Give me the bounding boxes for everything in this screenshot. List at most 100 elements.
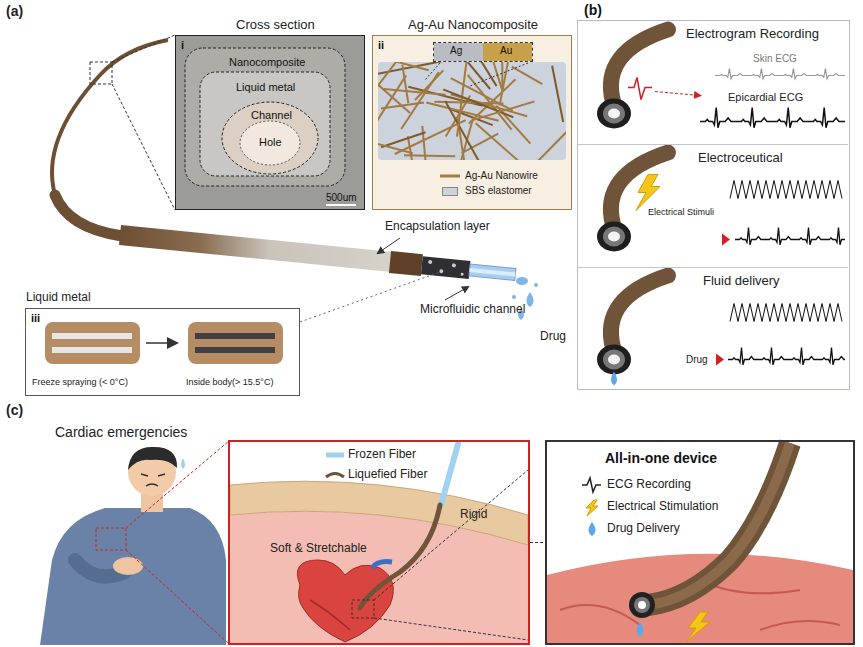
fiber-illustration [120,235,392,262]
person-illustration [40,508,226,645]
heart-insertion-illustration [297,560,393,642]
person-illustration [141,474,165,486]
heart-insertion-illustration [326,474,344,478]
node-text: Drug [686,354,708,366]
cross-section-photo [185,48,345,186]
nanowire [530,124,566,160]
fiber-illustration [452,263,456,267]
cross-section-photo [222,102,318,174]
function-row: ElectroceuticalElectrical Stimuli [578,144,848,267]
electroceutical-illustration [597,222,631,252]
node-heading: Fluid delivery [703,274,780,289]
node-text: Liquefied Fiber [348,468,427,482]
node-heading: Ag-Au Nanocomposite [408,18,538,33]
heart-insertion-illustration [230,444,528,643]
fiber-illustration [389,251,423,276]
node-text: Electrical Stimuli [648,207,714,217]
stimulus-trace [730,181,842,199]
heart-insertion-illustration [372,562,392,568]
heart-insertion-illustration [374,470,528,600]
fluid-delivery-illustration [611,276,668,348]
panel-box: (b)Electrogram RecordingSkin ECGEpicardi… [577,20,850,390]
person-illustration [128,447,177,470]
nanowire [445,101,483,160]
drug-droplets [516,277,528,285]
liquid-metal-illustration [52,347,132,353]
leader-lines [445,287,468,300]
electrogram-illustration [597,30,700,129]
electrogram-illustration [608,109,620,119]
legend-text: SBS elastomer [465,185,532,197]
fiber-illustration [428,260,432,264]
skin-ecg-trace [715,69,845,79]
nanowire [472,101,535,120]
function-row: Electrogram RecordingSkin ECGEpicardial … [578,21,848,144]
zoom-lines [112,84,175,210]
node-heading: All-in-one device [605,450,717,466]
epicardial-ecg-trace [700,108,845,128]
ecg-trace [590,69,845,590]
device-illustration [589,522,596,536]
heart-insertion-illustration [310,600,350,630]
nanocomposite-illustration [425,63,440,80]
electroceutical-illustration [597,153,730,252]
zoom-panel: Frozen FiberLiquefied FiberRigidSoft & S… [228,440,530,645]
device-illustration [586,500,598,516]
node-text: Freeze spraying (< 0°C) [32,377,128,387]
node-text: Drug Delivery [607,522,680,536]
device-illustration [637,622,644,637]
electroceutical-illustration [608,232,620,242]
node-heading: Ag [450,45,462,57]
label-text: Drug [540,330,566,344]
nanowire [378,143,413,153]
heart-insertion-illustration [441,444,458,505]
node-text: Electrical Stimulation [607,500,718,514]
inset-box: Cross sectioniNanocompositeLiquid metalC… [175,35,365,210]
nanowire [404,155,455,156]
node-text: Hole [259,136,282,149]
cross-section-photo [176,36,364,209]
fiber-illustration [421,256,471,279]
heart-insertion-illustration [360,505,440,608]
nanowire [402,65,408,104]
nanowire [395,120,466,154]
heart-insertion-illustration [326,453,344,458]
cross-section-photo [240,121,300,165]
node-heading: (b) [584,2,602,18]
fiber-illustration [55,195,122,236]
nanowire [457,62,467,137]
electrogram-illustration [628,78,652,100]
nanowire [552,66,563,122]
label-text: Microfluidic channel [420,303,525,317]
electroceutical-illustration [636,175,660,211]
fiber-illustration [469,268,515,277]
zoom-lines [90,35,175,210]
fiber-illustration [439,269,443,273]
nanowire [384,89,446,95]
function-row: Fluid deliveryDrug [578,267,848,388]
fluid-delivery-illustration [608,355,620,365]
leader-lines [378,238,400,253]
nanowire [443,89,513,117]
legend-line-sample [440,175,460,178]
node-text: ECG Recording [607,478,691,492]
heart-insertion-illustration [230,481,528,545]
ecg-trace [735,228,845,245]
device-illustration [547,443,853,643]
person-illustration [96,528,126,550]
node-text: Nanocomposite [229,56,305,69]
node-text: Au [500,45,512,57]
nanocomposite-illustration [470,63,528,86]
node-text: Skin ECG [753,53,797,65]
nanowire [470,62,497,86]
device-illustration [686,612,710,642]
liquid-metal-illustration [52,333,132,339]
node-text: i [181,39,184,52]
nanowire [381,132,425,147]
node-text: Epicardial ECG [728,91,803,104]
nanowire [401,72,439,129]
device-illustration [629,592,655,618]
nanowire [378,75,406,129]
heart-insertion-illustration [374,618,528,640]
node-text: Soft & Stretchable [270,542,367,556]
